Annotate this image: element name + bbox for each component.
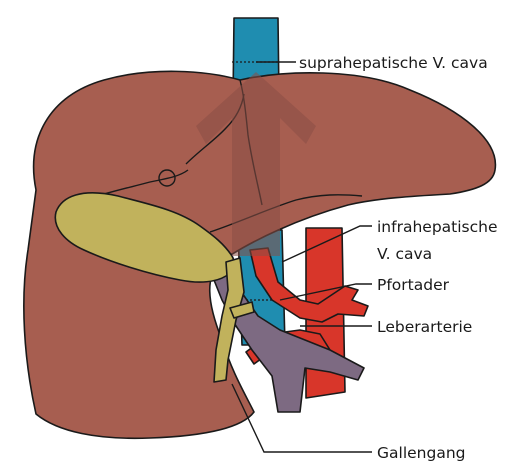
- label-infrahepatic-vena-cava-line1: infrahepatische: [377, 218, 498, 236]
- label-suprahepatic-vena-cava: suprahepatische V. cava: [299, 54, 488, 72]
- label-bile-duct: Gallengang: [377, 444, 465, 462]
- label-portal-vein: Pfortader: [377, 276, 450, 294]
- label-infrahepatic-vena-cava-line2: V. cava: [377, 245, 432, 263]
- label-hepatic-artery: Leberarterie: [377, 318, 472, 336]
